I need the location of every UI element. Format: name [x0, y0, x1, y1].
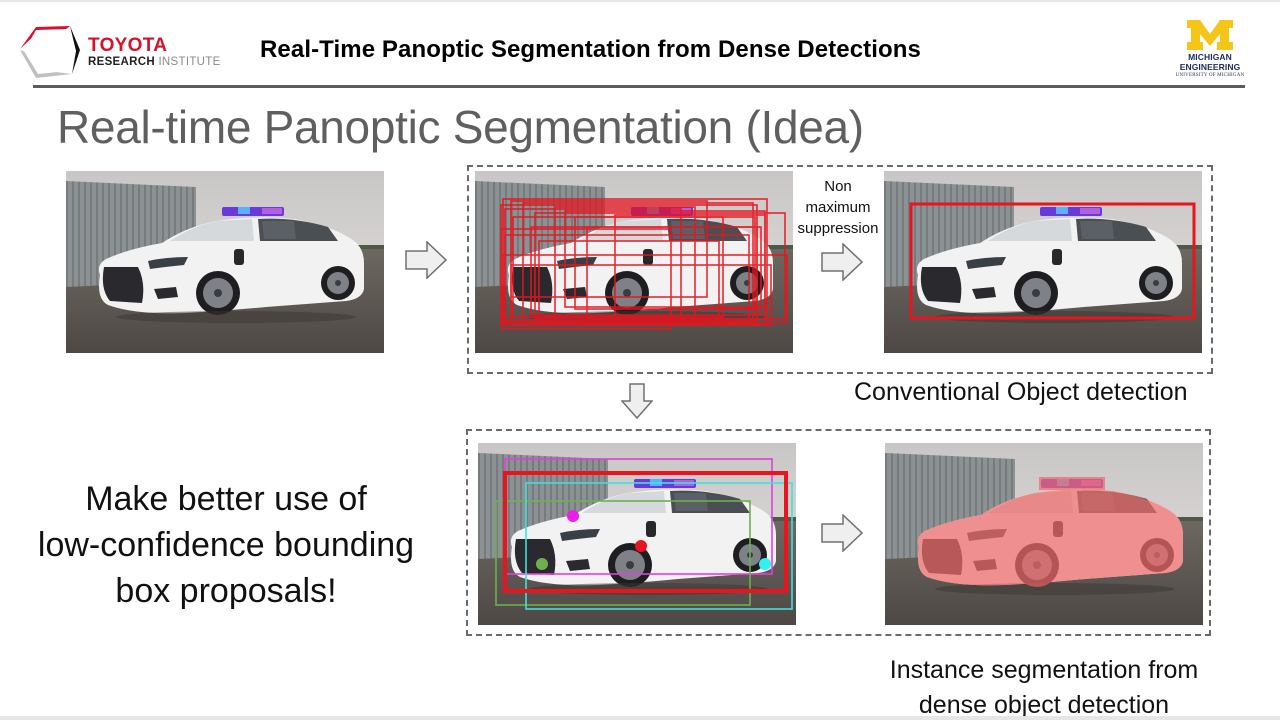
toyota-research-institute-logo-icon: [20, 26, 80, 78]
green-point-icon: [536, 558, 548, 570]
cyan-point-icon: [759, 558, 771, 570]
idea-line: Make better use of: [85, 480, 367, 518]
dense-detection-group: [466, 429, 1211, 636]
magenta-point-icon: [567, 510, 579, 522]
block-m-icon: [1187, 20, 1233, 50]
idea-line: box proposals!: [115, 572, 337, 610]
top-border: [0, 0, 1280, 2]
presentation-title: Real-Time Panoptic Segmentation from Den…: [260, 36, 921, 63]
dense-detection-caption: Instance segmentation from dense object …: [844, 653, 1244, 720]
toyota-wordmark: TOYOTA RESEARCH INSTITUTE: [88, 36, 221, 69]
nms-label-line: maximum: [805, 199, 871, 216]
segmentation-image: [885, 443, 1203, 625]
caption-line: dense object detection: [918, 691, 1170, 719]
toyota-name: TOYOTA: [88, 35, 168, 56]
arrow-right-icon: [405, 241, 447, 279]
header-divider: [33, 85, 1245, 88]
nms-result-image: [884, 171, 1202, 353]
conventional-detection-caption: Conventional Object detection: [854, 378, 1188, 406]
michigan-engineering-logo: MICHIGAN ENGINEERING UNIVERSITY OF MICHI…: [1175, 18, 1245, 79]
bottom-border: [0, 716, 1280, 720]
university-name: UNIVERSITY OF MICHIGAN: [1175, 73, 1245, 78]
dense-proposals-image: [478, 443, 796, 625]
engineering-word: ENGINEERING: [1179, 62, 1241, 72]
institute-word: INSTITUTE: [158, 56, 221, 68]
red-box-proposals: [500, 198, 788, 330]
arrow-right-icon: [821, 514, 863, 552]
arrow-right-icon: [821, 243, 863, 281]
nms-label-line: Non: [824, 178, 852, 195]
nms-label-line: suppression: [797, 220, 879, 237]
final-detection-box: [909, 202, 1196, 320]
instance-mask: [917, 477, 1183, 587]
car-photo: [66, 171, 384, 353]
nms-label: Non maximum suppression: [786, 176, 890, 239]
slide-title: Real-time Panoptic Segmentation (Idea): [57, 101, 864, 153]
research-word: RESEARCH: [88, 56, 155, 68]
michigan-word: MICHIGAN: [1188, 52, 1232, 62]
arrow-down-icon: [621, 383, 653, 419]
caption-line: Instance segmentation from: [889, 656, 1199, 684]
input-image: [66, 171, 384, 353]
idea-line: low-confidence bounding: [37, 526, 415, 564]
conventional-detection-group: [467, 165, 1213, 374]
idea-statement: Make better use of low-confidence boundi…: [0, 476, 452, 614]
colored-box-proposals: [495, 458, 793, 610]
dense-boxes-image: [475, 171, 793, 353]
red-point-icon: [635, 540, 647, 552]
